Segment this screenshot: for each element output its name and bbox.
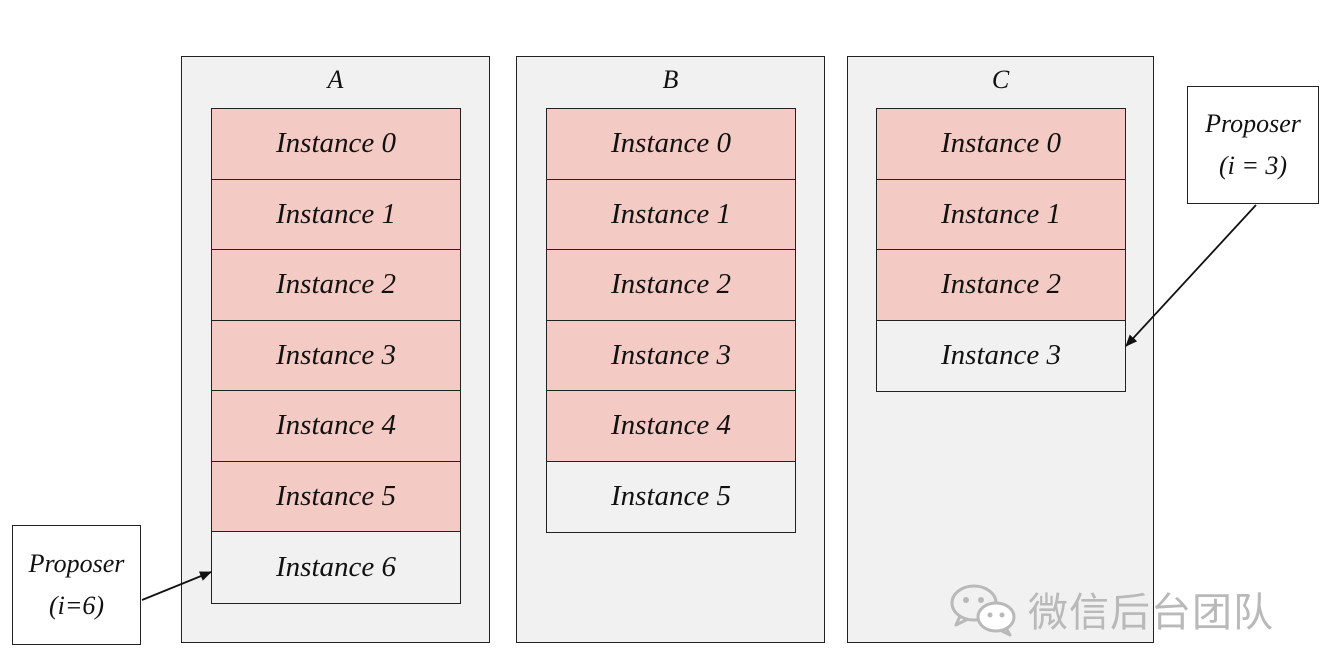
node-c-instance-2: Instance 2 [877,250,1125,321]
watermark-text: 微信后台团队 [1028,590,1274,636]
node-c-instance-0: Instance 0 [877,109,1125,180]
watermark: 微信后台团队 [948,580,1274,638]
proposer-a-label: Proposer [28,549,125,578]
node-a-title: A [327,65,344,94]
node-b-instance-stack: Instance 0 Instance 1 Instance 2 Instanc… [546,108,796,533]
node-a-instance-4: Instance 4 [212,391,460,462]
node-c-title: C [991,65,1010,94]
proposer-c-box: Proposer (i = 3) [1187,86,1319,204]
node-c-instance-stack: Instance 0 Instance 1 Instance 2 Instanc… [876,108,1126,392]
node-a-instance-0: Instance 0 [212,109,460,180]
node-b-column: B Instance 0 Instance 1 Instance 2 Insta… [516,56,825,643]
node-b-instance-2: Instance 2 [547,250,795,321]
node-a-instance-6: Instance 6 [212,532,460,603]
proposer-c-index: (i = 3) [1218,151,1288,180]
node-c-column: C Instance 0 Instance 1 Instance 2 Insta… [847,56,1154,643]
node-b-instance-0: Instance 0 [547,109,795,180]
node-b-instance-4: Instance 4 [547,391,795,462]
proposer-a-index: (i=6) [48,591,105,620]
wechat-icon [950,584,1016,637]
node-c-instance-1: Instance 1 [877,179,1125,250]
node-a-column: A Instance 0 Instance 1 Instance 2 Insta… [181,56,490,643]
node-a-instance-1: Instance 1 [212,179,460,250]
proposer-a-box: Proposer (i=6) [12,525,141,645]
node-b-instance-1: Instance 1 [547,179,795,250]
node-b-instance-3: Instance 3 [547,320,795,391]
node-a-instance-5: Instance 5 [212,461,460,532]
node-b-title: B [662,65,679,94]
node-b-instance-5: Instance 5 [547,461,795,532]
node-a-instance-stack: Instance 0 Instance 1 Instance 2 Instanc… [211,108,461,604]
node-c-instance-3: Instance 3 [877,320,1125,391]
proposer-c-label: Proposer [1205,109,1301,138]
node-a-instance-3: Instance 3 [212,320,460,391]
node-a-instance-2: Instance 2 [212,250,460,321]
